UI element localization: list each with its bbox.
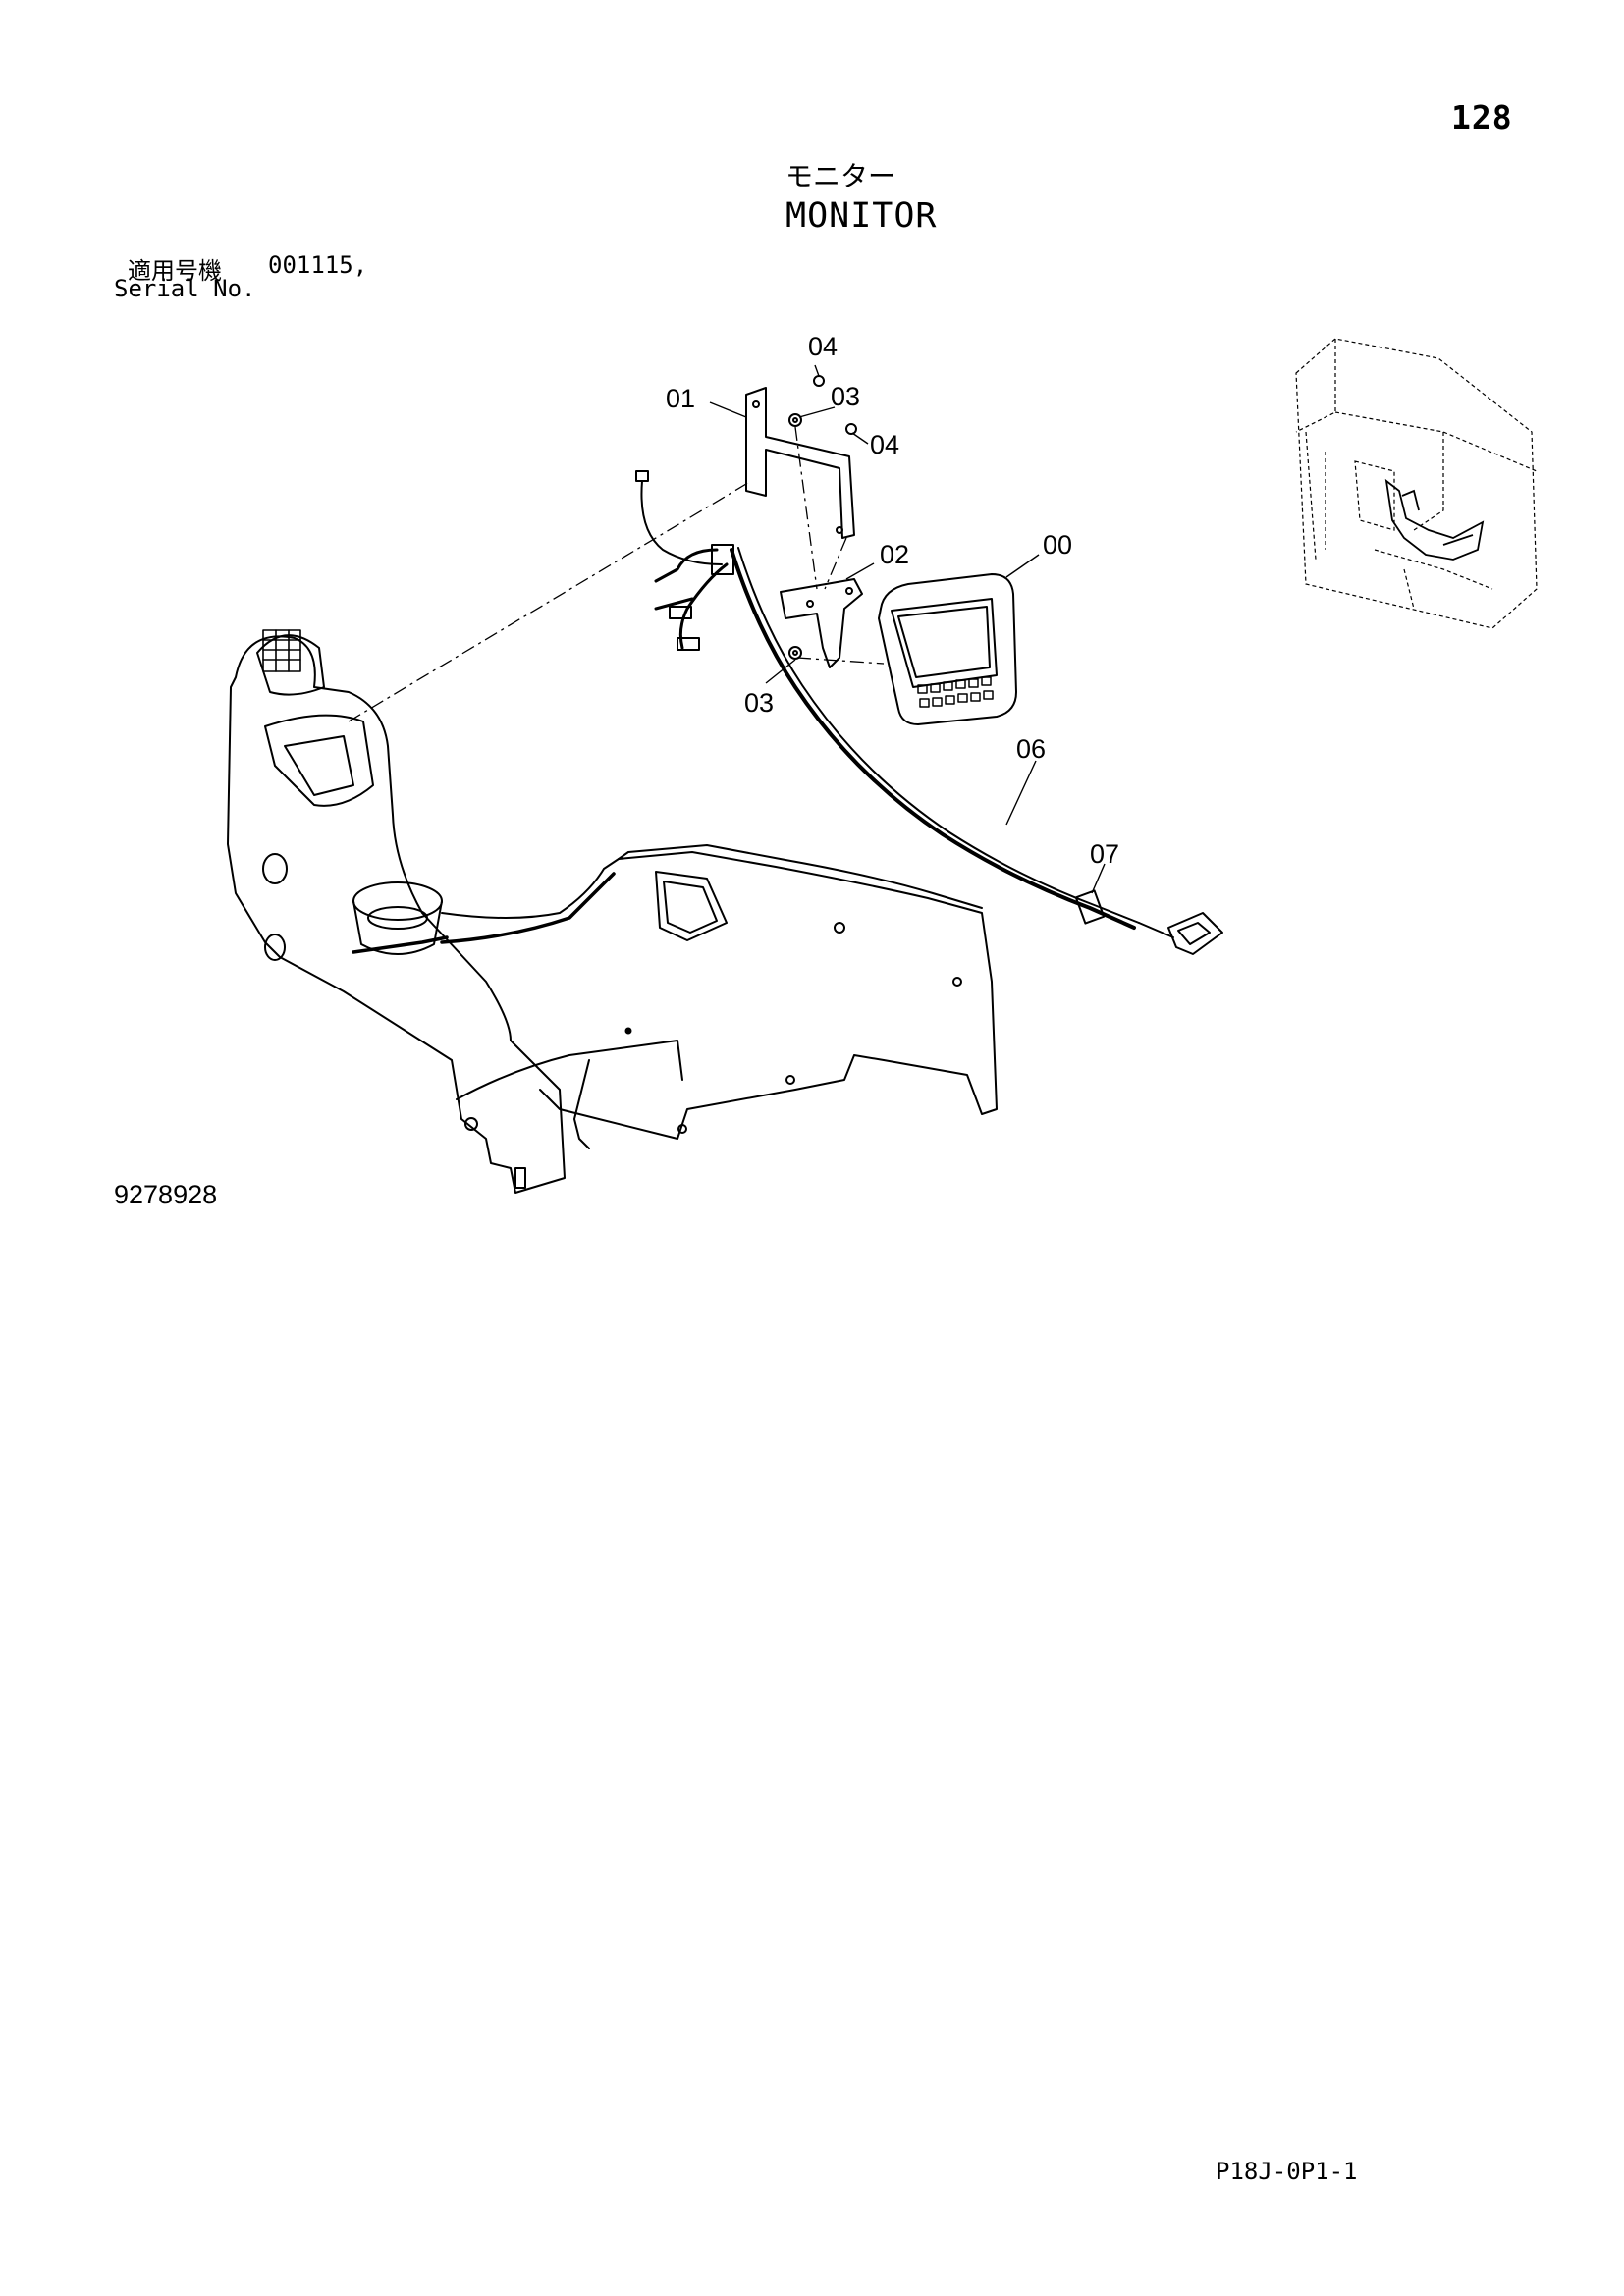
inset-highlight [1384,478,1485,561]
drawing-number: 9278928 [114,1180,218,1209]
callout-03-lower: 03 [744,688,775,718]
serial-label: Serial No. [114,275,256,302]
connector-end [1167,912,1223,955]
bolt-03-top [788,413,802,427]
bracket-01 [745,387,855,539]
bolt-04-right [845,423,857,435]
mounting-plate-02 [780,578,863,668]
vent-grille [655,871,728,941]
page-title: MONITOR [785,196,938,236]
callout-07: 07 [1090,839,1120,869]
harness-06 [635,470,1140,930]
callout-04-right: 04 [870,430,900,459]
bolt-03-lower [788,646,802,660]
machine-locator-inset [1295,338,1538,629]
monitor-button-row [917,676,994,708]
sheet-code: P18J-0P1-1 [1216,2158,1358,2185]
bolt-04-top [813,375,825,387]
serial-label-japanese: 適用号機 [128,257,222,285]
cup-holder [352,881,443,955]
callout-00: 00 [1043,530,1073,560]
callout-02: 02 [880,540,910,569]
page-title-japanese: モニター [785,160,896,192]
sleeve-07 [1074,889,1174,938]
callout-06: 06 [1016,734,1047,764]
page-number: 128 [1451,98,1513,136]
callout-04-top: 04 [808,332,839,361]
callout-01: 01 [666,384,696,413]
console-panel [227,629,998,1194]
serial-number-value: 001115, [268,251,368,279]
monitor-00 [878,573,1017,725]
keypad-icon [262,629,301,672]
callout-03-top: 03 [831,382,861,411]
